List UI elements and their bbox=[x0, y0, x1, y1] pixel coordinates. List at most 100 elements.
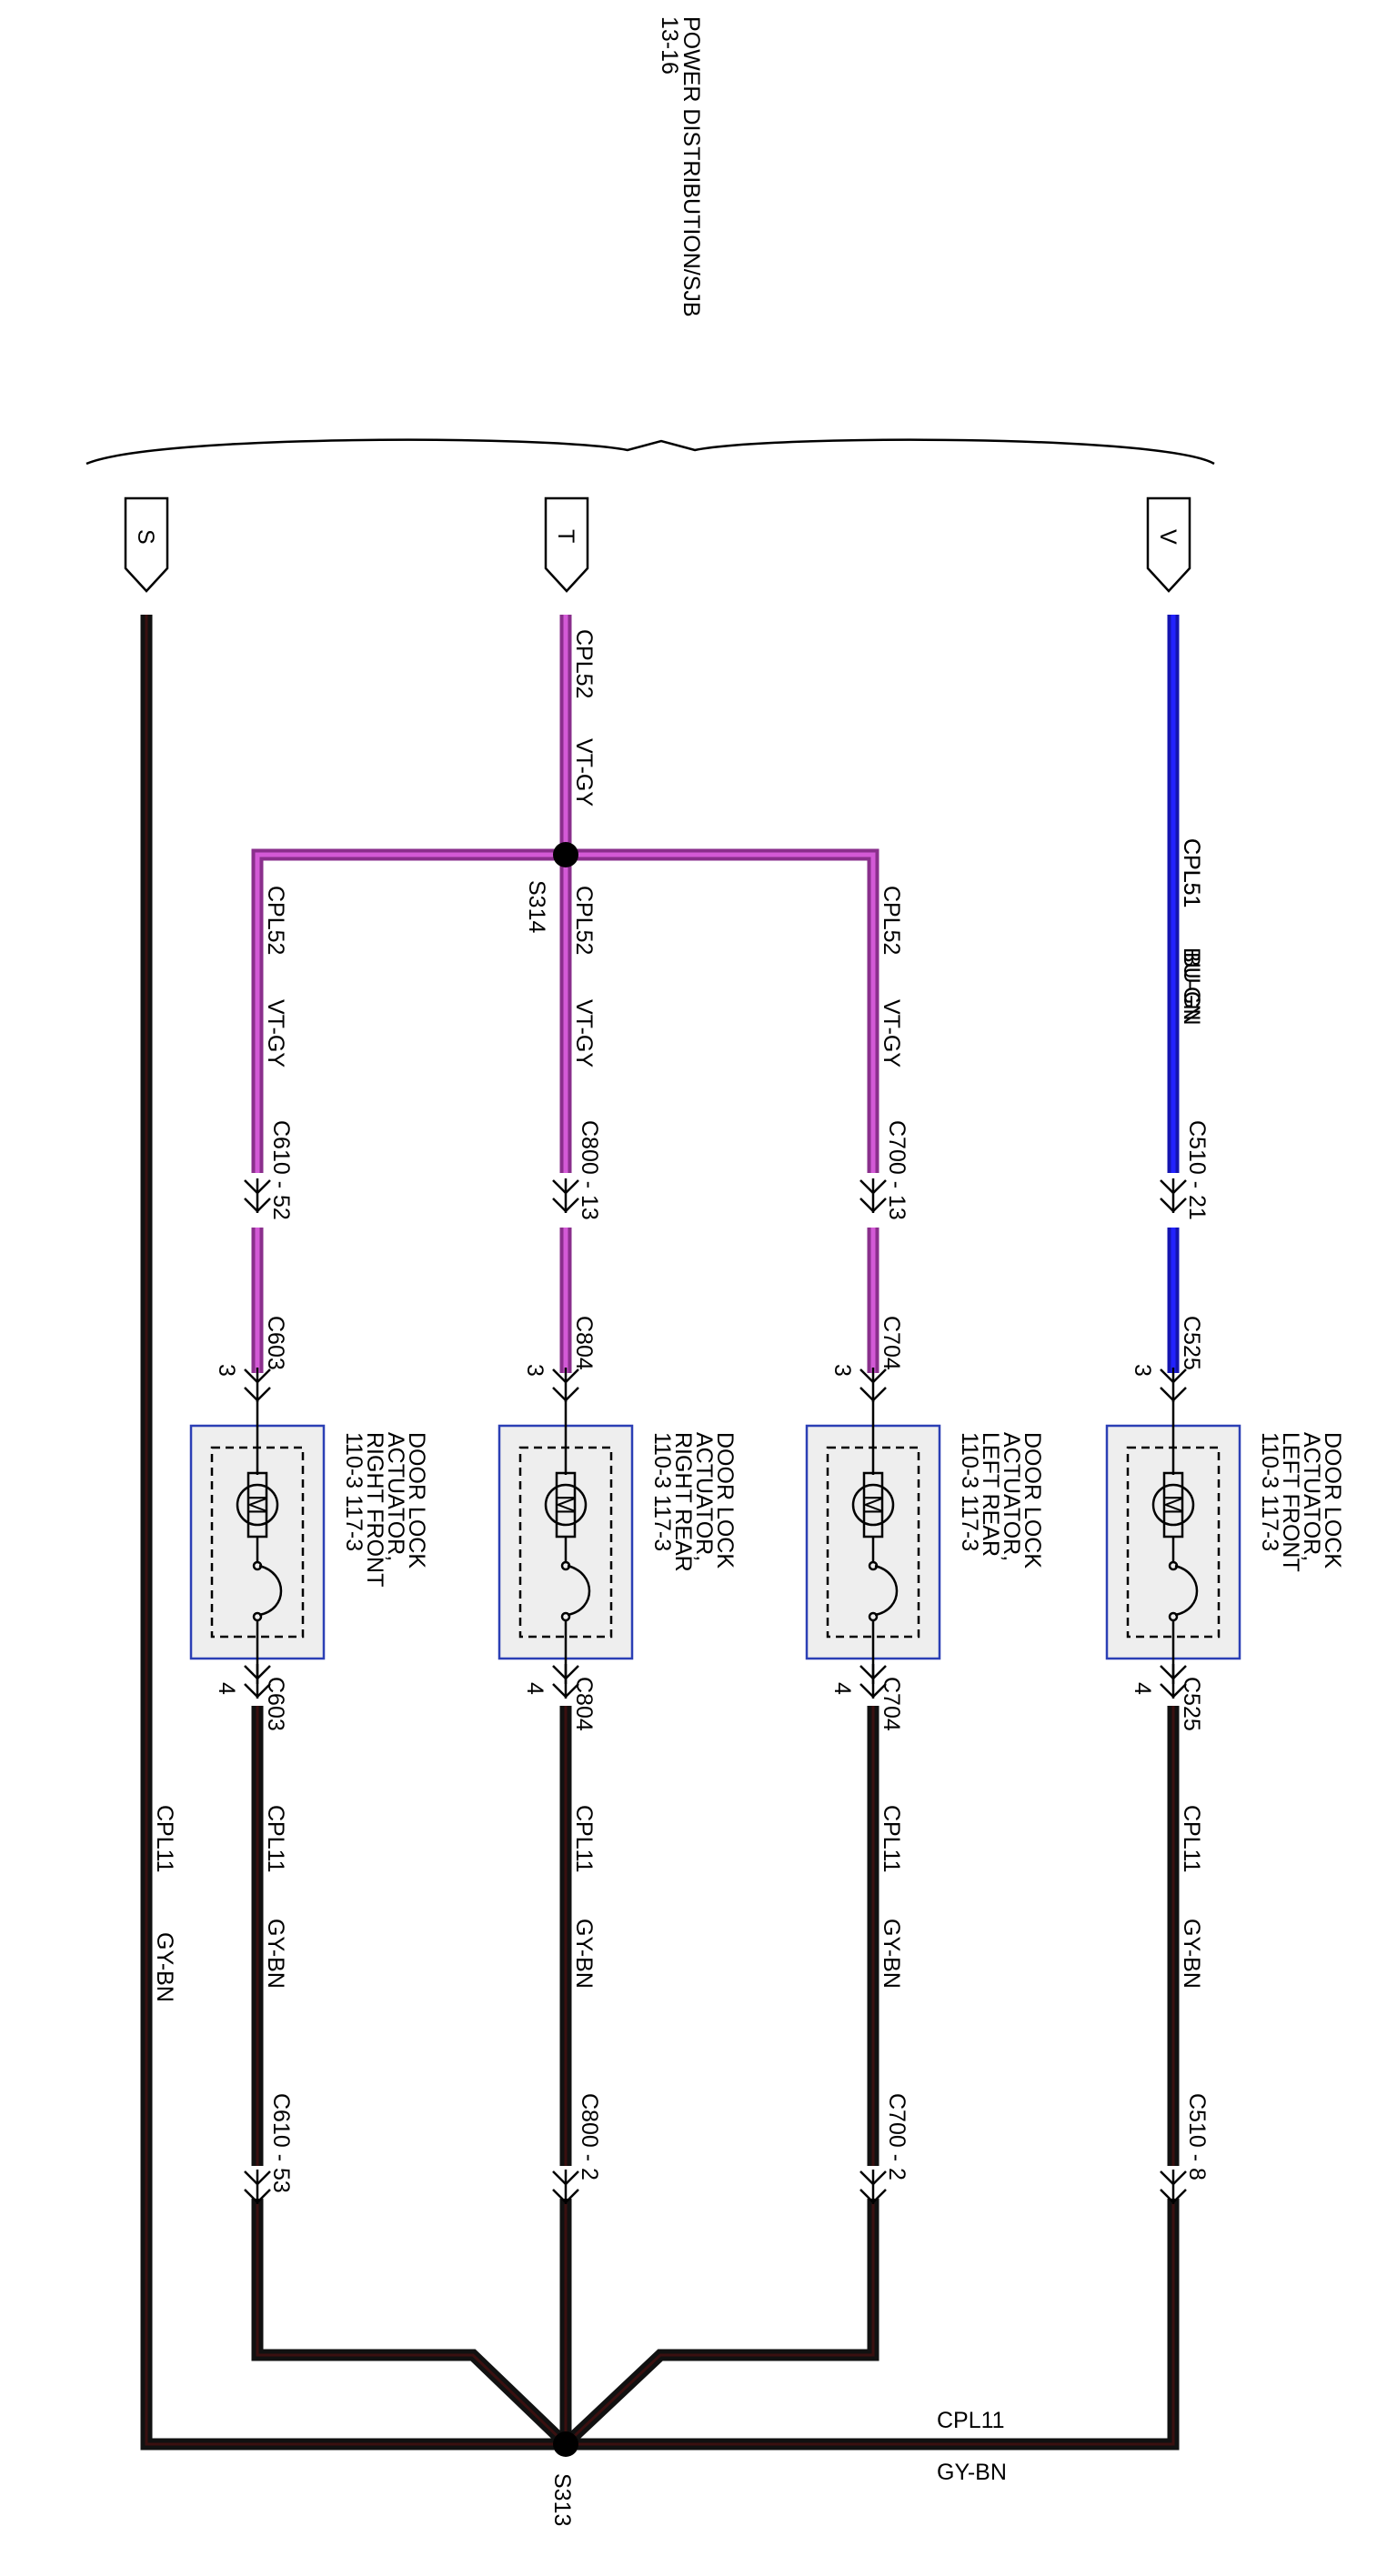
terminal-v: V bbox=[1146, 496, 1191, 593]
splice-s314-label: S314 bbox=[524, 880, 549, 933]
inline-connector-lower-mark bbox=[244, 2170, 271, 2204]
component-connector-bottom: C525 bbox=[1179, 1677, 1204, 1731]
branch-upper-circuit: CPL51 bbox=[1179, 838, 1204, 907]
branch-lower-color: GY-BN bbox=[1179, 1919, 1204, 1989]
actuator-name-line: LEFT REAR bbox=[978, 1432, 1003, 1557]
actuator-name-line: 110-3 117-3 bbox=[1257, 1432, 1282, 1551]
door-lock-actuator: M bbox=[498, 1400, 634, 1684]
ground-s-color: GY-BN bbox=[152, 1932, 177, 2002]
feed-t-color: VT-GY bbox=[571, 738, 597, 807]
feed-t-label: CPL52 VT-GY bbox=[571, 629, 597, 807]
inline-connector-upper-mark bbox=[552, 1178, 579, 1213]
pin-top: 3 bbox=[522, 1364, 548, 1377]
inline-connector-upper-mark bbox=[1160, 1178, 1187, 1213]
inline-connector-lower-mark bbox=[859, 2170, 887, 2204]
pin-bottom: 4 bbox=[522, 1682, 548, 1695]
actuator-name-line: DOOR LOCK bbox=[1020, 1432, 1045, 1569]
pin-bottom: 4 bbox=[829, 1682, 855, 1695]
inline-connector-upper: C700 - 13 bbox=[884, 1120, 910, 1220]
feed-t-circuit: CPL52 bbox=[571, 629, 597, 698]
pin-top-mark bbox=[552, 1368, 579, 1402]
terminal-t-label: T bbox=[553, 529, 578, 543]
ground-s-circuit: CPL11 bbox=[152, 1805, 177, 1873]
component-connector-bottom: C603 bbox=[263, 1677, 288, 1731]
actuator-name-line: RIGHT FRONT bbox=[362, 1432, 387, 1587]
component-brace bbox=[85, 438, 1215, 466]
splice-s313-label: S313 bbox=[549, 2473, 575, 2526]
component-connector-bottom: C704 bbox=[879, 1677, 904, 1731]
actuator-name-line: ACTUATOR, bbox=[691, 1432, 717, 1561]
actuator-name-line: ACTUATOR, bbox=[999, 1432, 1024, 1561]
component-connector-top: C704 bbox=[879, 1316, 904, 1370]
pin-top: 3 bbox=[1130, 1364, 1155, 1377]
pin-bottom: 4 bbox=[214, 1682, 239, 1695]
pin-top: 3 bbox=[214, 1364, 239, 1377]
component-connector-top: C804 bbox=[571, 1316, 597, 1370]
branch-upper-circuit: CPL52 bbox=[263, 886, 288, 955]
motor-symbol bbox=[544, 1483, 588, 1527]
branch-lower-color: GY-BN bbox=[263, 1919, 288, 1989]
header-reference: POWER DISTRIBUTION/SJB 13-16 bbox=[657, 16, 704, 317]
branch-upper-color: VT-GY bbox=[571, 999, 597, 1067]
header-reference-line2: 13-16 bbox=[657, 16, 682, 75]
bottom-run-color: GY-BN bbox=[937, 2460, 1007, 2485]
motor-label: M bbox=[552, 1495, 579, 1515]
feed-v-circuit: CPL51 bbox=[1179, 838, 1204, 907]
branch-lower-color: GY-BN bbox=[571, 1919, 597, 1989]
terminal-s-label: S bbox=[133, 529, 158, 545]
actuator-name-line: DOOR LOCK bbox=[1320, 1432, 1345, 1569]
branch-upper-color: VT-GY bbox=[263, 999, 288, 1067]
terminal-s: S bbox=[124, 496, 169, 593]
branch-lower-circuit: CPL11 bbox=[263, 1805, 288, 1873]
header-reference-line1: POWER DISTRIBUTION/SJB bbox=[678, 16, 704, 317]
component-connector-bottom: C804 bbox=[571, 1677, 597, 1731]
actuator-name-line: 110-3 117-3 bbox=[341, 1432, 367, 1551]
ground-s-label: CPL11 GY-BN bbox=[152, 1805, 177, 2002]
actuator-name-line: DOOR LOCK bbox=[404, 1432, 429, 1569]
door-lock-actuator: M bbox=[1105, 1400, 1241, 1684]
inline-connector-upper-mark bbox=[244, 1178, 271, 1213]
terminal-t: T bbox=[544, 496, 589, 593]
motor-label: M bbox=[1160, 1495, 1187, 1515]
branch-lower-color: GY-BN bbox=[879, 1919, 904, 1989]
violet-feed-wiring bbox=[251, 615, 879, 1373]
motor-label: M bbox=[859, 1495, 887, 1515]
actuator-name-line: DOOR LOCK bbox=[712, 1432, 738, 1569]
actuator-name-line: LEFT FRONT bbox=[1278, 1432, 1303, 1572]
inline-connector-lower-mark bbox=[552, 2170, 579, 2204]
feed-v-color: BU-GN bbox=[1179, 947, 1204, 1021]
branch-lower-circuit: CPL11 bbox=[1179, 1805, 1204, 1873]
motor-symbol bbox=[1151, 1483, 1195, 1527]
terminal-v-label: V bbox=[1155, 529, 1181, 545]
pin-top-mark bbox=[859, 1368, 887, 1402]
inline-connector-lower: C510 - 8 bbox=[1184, 2093, 1210, 2180]
actuator-name-line: ACTUATOR, bbox=[1299, 1432, 1324, 1561]
door-lock-actuator: M bbox=[805, 1400, 941, 1684]
actuator-name-line: RIGHT REAR bbox=[670, 1432, 696, 1572]
branch-upper-color: VT-GY bbox=[879, 999, 904, 1067]
splice-s314-dot bbox=[553, 842, 578, 867]
inline-connector-upper: C800 - 13 bbox=[577, 1120, 602, 1220]
motor-symbol bbox=[236, 1483, 279, 1527]
actuator-name-line: 110-3 117-3 bbox=[957, 1432, 982, 1551]
component-connector-top: C525 bbox=[1179, 1316, 1204, 1370]
inline-connector-upper: C510 - 21 bbox=[1184, 1120, 1210, 1220]
actuator-name-line: ACTUATOR, bbox=[383, 1432, 408, 1561]
component-connector-top: C603 bbox=[263, 1316, 288, 1370]
branch-lower-circuit: CPL11 bbox=[571, 1805, 597, 1873]
ground-wiring bbox=[140, 615, 1180, 2451]
pin-top: 3 bbox=[829, 1364, 855, 1377]
